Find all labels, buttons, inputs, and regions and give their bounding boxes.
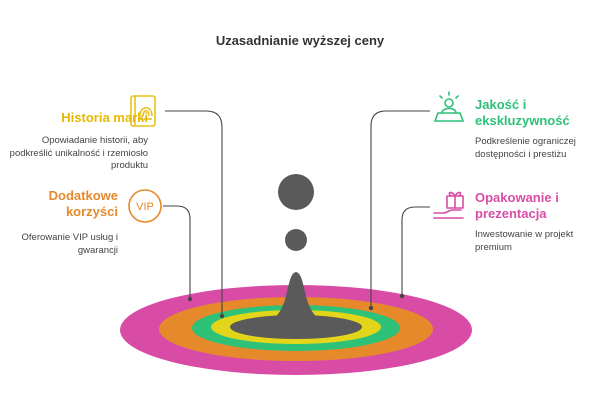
book-icon (130, 95, 156, 127)
connector-dot (399, 293, 405, 299)
gift-hand-icon (433, 191, 464, 219)
heading-jakosc: Jakość i ekskluzywność (475, 97, 570, 128)
connector-dot (219, 313, 225, 319)
droplet-small (285, 229, 307, 251)
vip-badge-icon: VIP (128, 189, 162, 223)
connector-jakosc (370, 110, 430, 308)
splash-peak (236, 272, 356, 330)
heading-opakowanie: Opakowanie i prezentacja (475, 190, 559, 221)
connector-dot (368, 305, 374, 311)
desc-jakosc: Podkreślenie ograniczej dostępności i pr… (475, 136, 576, 160)
desc-historia-marki: Opowiadanie historii, aby podkreślić uni… (9, 135, 148, 171)
page-title: Uzasadnianie wyższej ceny (215, 33, 385, 48)
desc-dodatkowe-korzysci: Oferowanie VIP usług i gwarancji (21, 232, 118, 256)
connector-historia (165, 110, 223, 316)
connector-opakowanie (401, 206, 430, 296)
connector-dodatkowe (163, 205, 191, 299)
desc-opakowanie: Inwestowanie w projekt premium (475, 229, 574, 253)
vip-badge-text: VIP (136, 201, 154, 213)
droplet-large (278, 174, 314, 210)
spotlight-icon (433, 91, 465, 122)
connector-dot (187, 296, 193, 302)
heading-dodatkowe-korzysci: Dodatkowe korzyści (48, 188, 118, 219)
heading-historia-marki: Historia marki (61, 110, 148, 125)
